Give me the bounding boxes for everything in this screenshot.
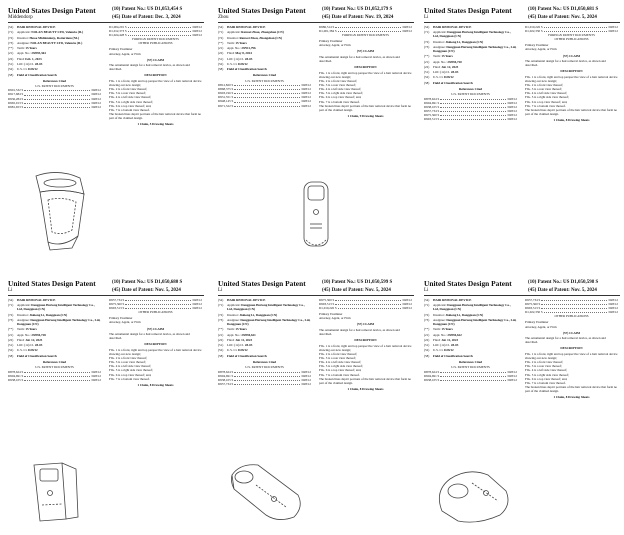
patent-panel-1: United States Design Patent Middendorp (… [8, 6, 204, 256]
left-column: (54)HAIR REMOVAL DEVICE (71)Applicant: D… [424, 25, 517, 121]
patent-title: United States Design Patent [8, 279, 96, 288]
drawing-sheets: 1 Claim, 5 Drawing Sheets [137, 121, 174, 126]
patent-number: (10) Patent No.: US D1,050,598 S [528, 280, 599, 285]
patent-title: United States Design Patent [218, 279, 306, 288]
patent-date: (45) Date of Patent: Nov. 5, 2024 [112, 288, 181, 293]
device-title: HAIR REMOVAL DEVICE [17, 298, 56, 302]
left-column: (54)HAIR REMOVAL DEVICE (71)Applicant: D… [424, 298, 517, 382]
patent-number: (10) Patent No.: US D1,050,680 S [112, 280, 183, 285]
references-title: References Cited [252, 359, 277, 364]
references-title: References Cited [42, 359, 67, 364]
device-figure [22, 459, 92, 525]
header-rule [218, 295, 414, 296]
patent-title: United States Design Patent [424, 279, 512, 288]
patent-number: (10) Patent No.: US D1,052,179 S [322, 7, 393, 12]
inventor-short: Li [218, 288, 223, 293]
header-rule [8, 22, 204, 23]
left-column: (54)HAIR REMOVAL DEVICE (71)Applicant: R… [218, 25, 311, 108]
patent-date: (45) Date of Patent: Nov. 5, 2024 [528, 288, 597, 293]
device-title: HAIR REMOVAL DEVICE [17, 25, 56, 29]
patent-panel-2: United States Design Patent Zhou (10) Pa… [218, 6, 414, 256]
device-title: HAIR REMOVAL DEVICE [227, 25, 266, 29]
claim-text: The ornamental design for a hair removal… [109, 63, 190, 72]
patent-number: (10) Patent No.: US D1,053,454 S [112, 7, 183, 12]
hair-removal-device-drawing [35, 172, 85, 251]
references-title: References Cited [252, 73, 277, 78]
references-title: References Cited [458, 86, 483, 91]
inventor-short: Zhou [218, 15, 229, 20]
left-column: (54)HAIR REMOVAL DEVICE (71)Applicant: N… [8, 25, 101, 109]
patent-panel-3: United States Design Patent Li (10) Pate… [424, 6, 620, 256]
patent-title: United States Design Patent [8, 6, 96, 15]
hair-removal-device-drawing [438, 471, 509, 523]
references-title: References Cited [42, 78, 67, 83]
drawing-sheets: 1 Claim, 8 Drawing Sheets [553, 394, 590, 399]
drawing-sheets: 1 Claim, 8 Drawing Sheets [347, 386, 384, 391]
patent-date: (45) Date of Patent: Nov. 5, 2024 [528, 15, 597, 20]
header-rule [218, 22, 414, 23]
inventor-short: Li [8, 288, 13, 293]
claim-text: The ornamental design for a hair removal… [525, 336, 606, 345]
device-figure [222, 455, 314, 525]
patent-panel-5: United States Design Patent Li (10) Pate… [218, 279, 414, 529]
patent-number: (10) Patent No.: US D1,050,681 S [528, 7, 599, 12]
patent-title: United States Design Patent [424, 6, 512, 15]
header-rule [8, 295, 204, 296]
inventor-short: Middendorp [8, 15, 33, 20]
device-title: HAIR REMOVAL DEVICE [433, 298, 472, 302]
header-rule [424, 22, 620, 23]
drawing-sheets: 1 Claim, 8 Drawing Sheets [553, 117, 590, 122]
left-column: (54)HAIR REMOVAL DEVICE (71)Applicant: D… [8, 298, 101, 382]
device-title: HAIR REMOVAL DEVICE [433, 25, 472, 29]
drawing-sheets: 1 Claim, 8 Drawing Sheets [137, 382, 174, 387]
left-column: (54)HAIR REMOVAL DEVICE (71)Applicant: D… [218, 298, 311, 386]
inventor-short: Li [424, 288, 429, 293]
claim-text: The ornamental design for a hair removal… [319, 328, 400, 337]
patent-number: (10) Patent No.: US D1,050,599 S [322, 280, 393, 285]
patent-panel-4: United States Design Patent Li (10) Pate… [8, 279, 204, 529]
device-figure [18, 166, 98, 252]
patent-date: (45) Date of Patent: Nov. 19, 2024 [322, 15, 394, 20]
device-figure [296, 178, 336, 252]
inventor-short: Li [424, 15, 429, 20]
patent-date: (45) Date of Patent: Dec. 3, 2024 [112, 15, 181, 20]
claim-text: The ornamental design for a hair removal… [319, 55, 400, 64]
claim-text: The ornamental design for a hair removal… [109, 332, 190, 341]
hair-removal-device-drawing [230, 464, 301, 520]
device-title: HAIR REMOVAL DEVICE [227, 298, 266, 302]
drawing-sheets: 1 Claim, 9 Drawing Sheets [347, 113, 384, 118]
hair-removal-device-drawing [33, 462, 79, 522]
patent-title: United States Design Patent [218, 6, 306, 15]
patent-panel-6: United States Design Patent Li (10) Pate… [424, 279, 620, 529]
claim-text: The ornamental design for a hair removal… [525, 59, 606, 68]
patent-date: (45) Date of Patent: Nov. 5, 2024 [322, 288, 391, 293]
device-figure [428, 461, 518, 525]
references-title: References Cited [458, 359, 483, 364]
header-rule [424, 295, 620, 296]
hair-removal-device-drawing [303, 181, 329, 247]
